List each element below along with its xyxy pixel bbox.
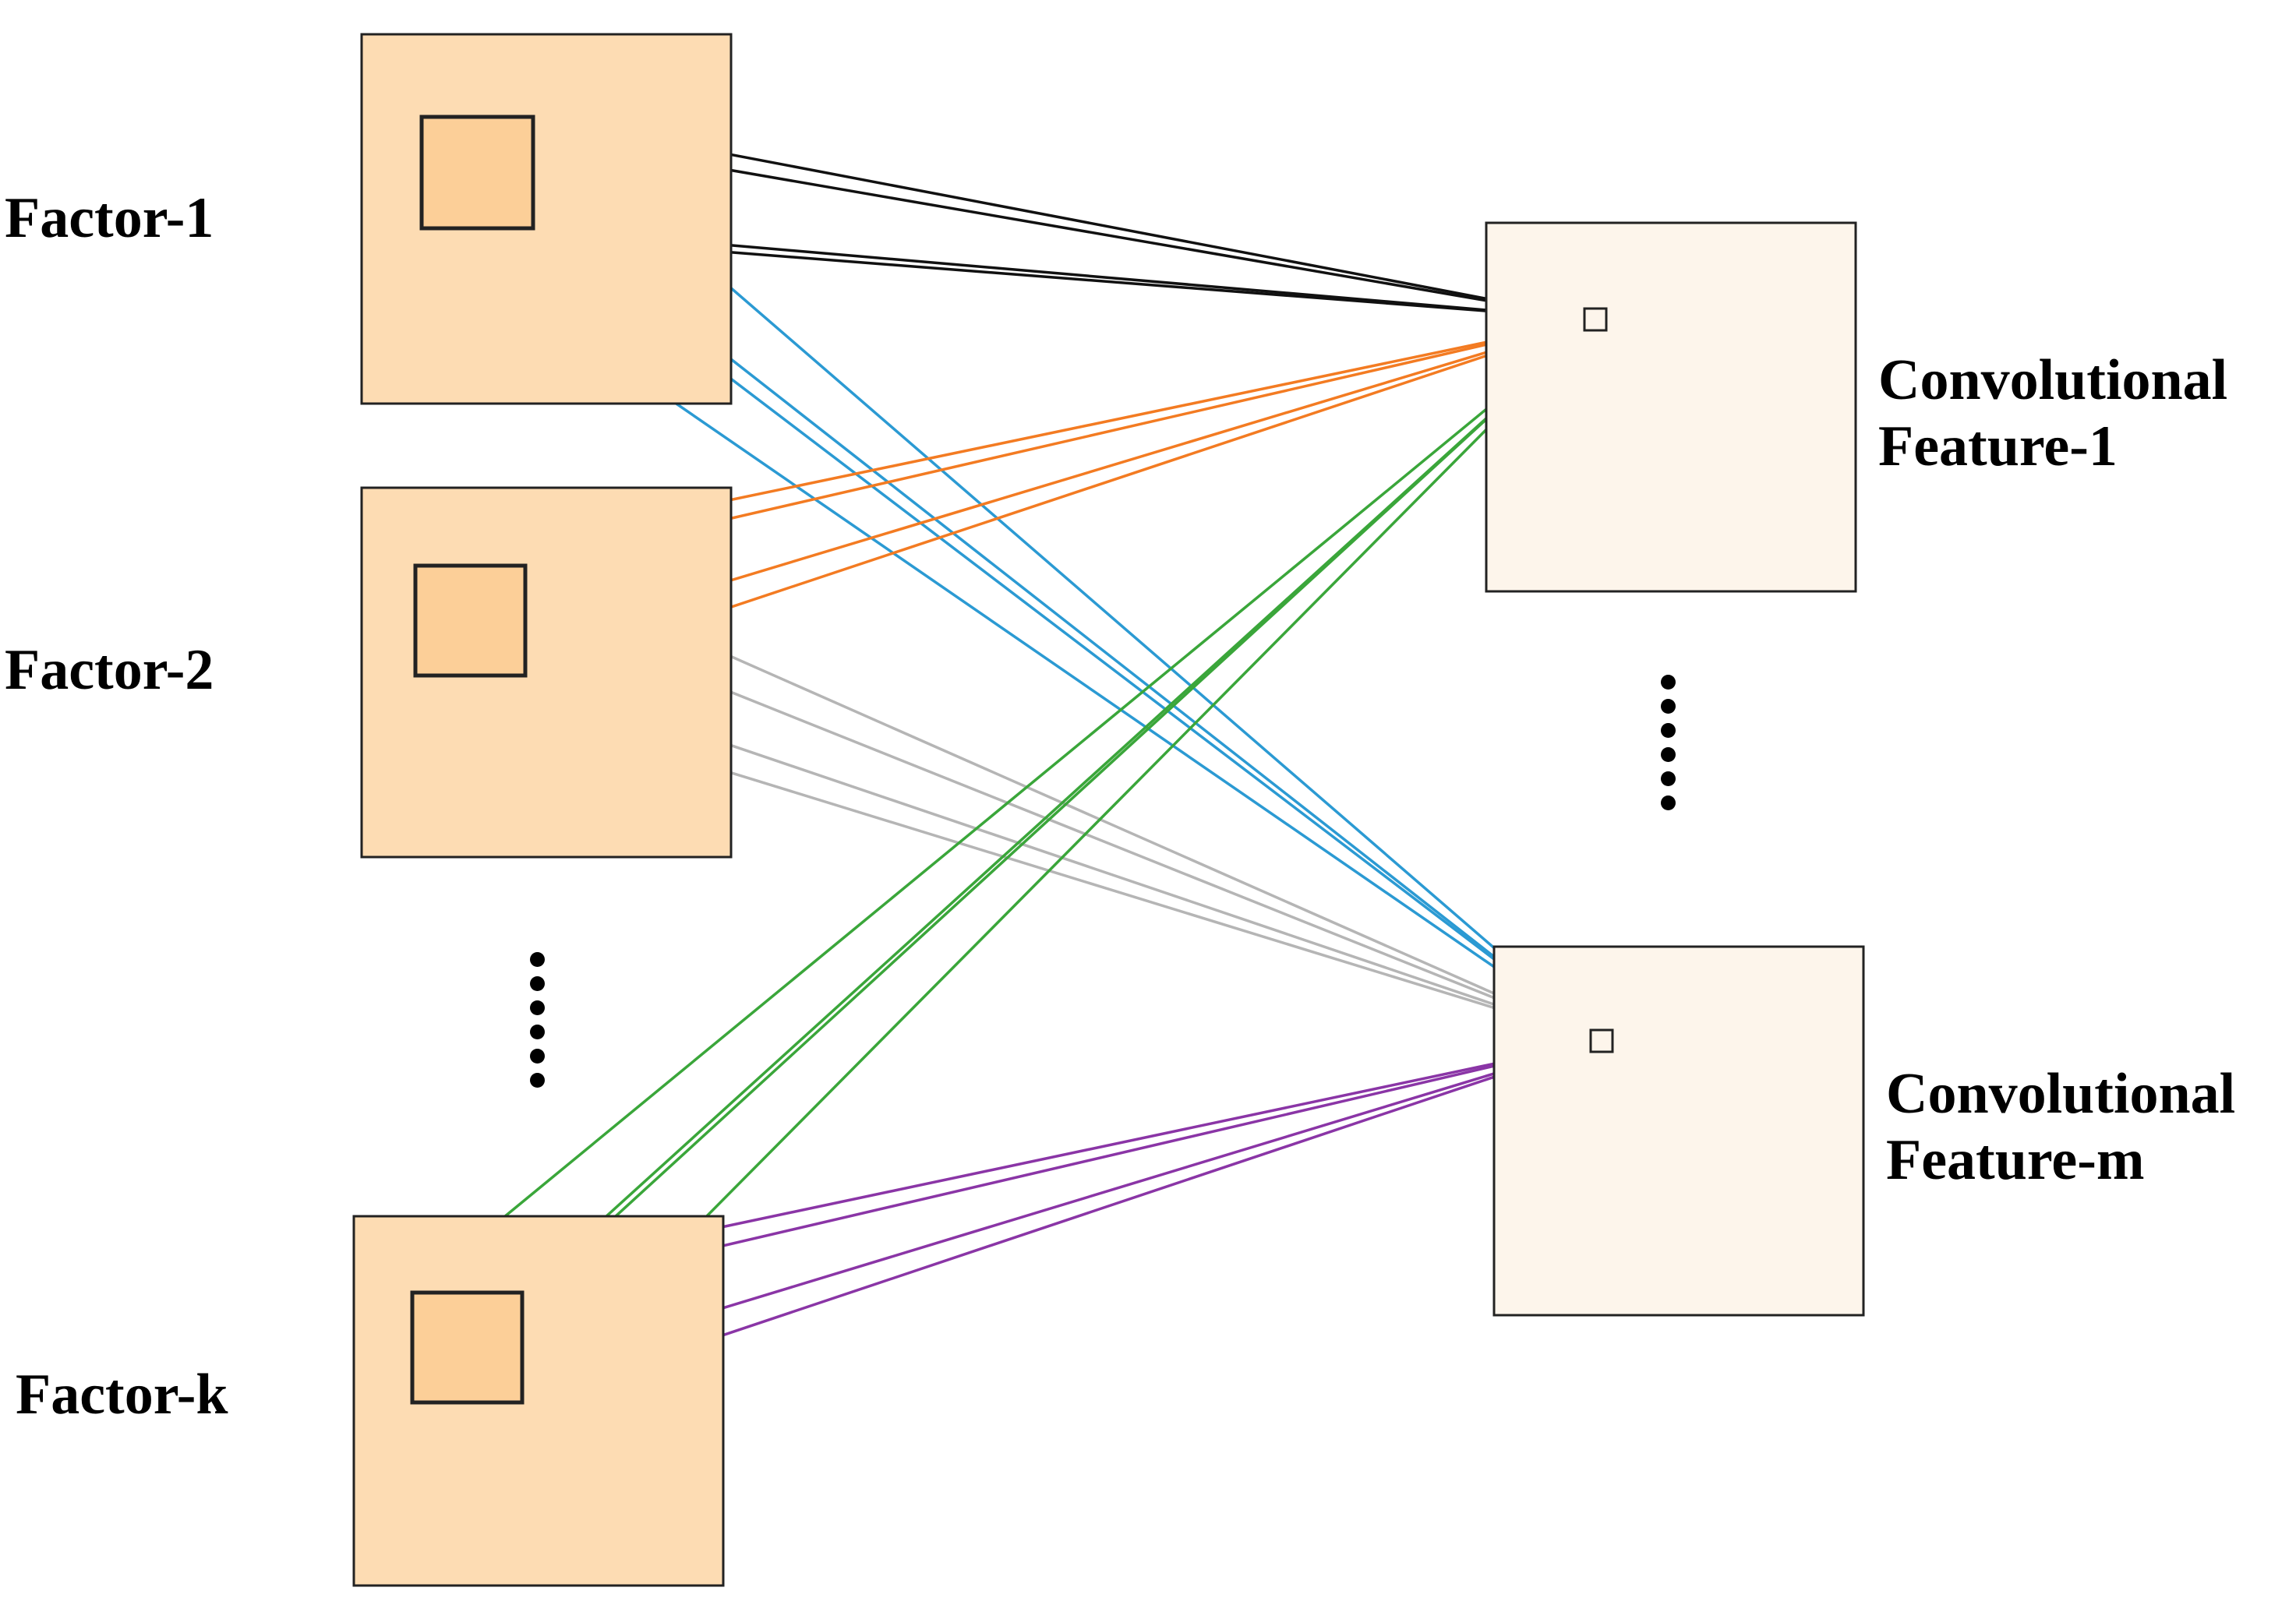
- feature-m-unit: [1589, 1028, 1614, 1053]
- ellipsis-dot: [530, 1049, 545, 1064]
- feature-1-label-line1: Convolutional: [1878, 348, 2228, 412]
- feature-m-label: Convolutional Feature-m: [1886, 1061, 2235, 1194]
- factor-2-label: Factor-2: [5, 638, 214, 702]
- feature-1-label: Convolutional Feature-1: [1878, 347, 2227, 480]
- ellipsis-dot: [530, 1000, 545, 1015]
- ellipsis-dot: [1661, 771, 1676, 786]
- ellipsis-dot: [1661, 795, 1676, 810]
- feature-ellipsis: [1661, 675, 1676, 820]
- feature-1-unit: [1583, 307, 1608, 332]
- ellipsis-dot: [1661, 699, 1676, 714]
- feature-m-label-line2: Feature-m: [1886, 1128, 2145, 1193]
- ellipsis-dot: [1661, 723, 1676, 738]
- feature-m-label-line1: Convolutional: [1886, 1062, 2236, 1126]
- feature-1-plane: [1485, 221, 1857, 593]
- factor-1-label: Factor-1: [5, 186, 214, 250]
- feature-1-label-line2: Feature-1: [1878, 414, 2118, 479]
- factor-ellipsis: [530, 952, 545, 1097]
- factor-1-kernel: [419, 115, 535, 231]
- ellipsis-dot: [530, 1025, 545, 1039]
- ellipsis-dot: [530, 952, 545, 967]
- factor-k-kernel: [410, 1290, 525, 1405]
- factor-1-plane: [360, 33, 733, 405]
- factor-2-kernel: [413, 563, 528, 678]
- factor-k-label: Factor-k: [16, 1363, 228, 1427]
- ellipsis-dot: [530, 1073, 545, 1088]
- ellipsis-dot: [530, 976, 545, 991]
- factork-feature1-line: [411, 318, 1597, 1294]
- feature-m-plane: [1492, 945, 1865, 1317]
- ellipsis-dot: [1661, 747, 1676, 762]
- factor-k-plane: [352, 1215, 725, 1587]
- ellipsis-dot: [1661, 675, 1676, 690]
